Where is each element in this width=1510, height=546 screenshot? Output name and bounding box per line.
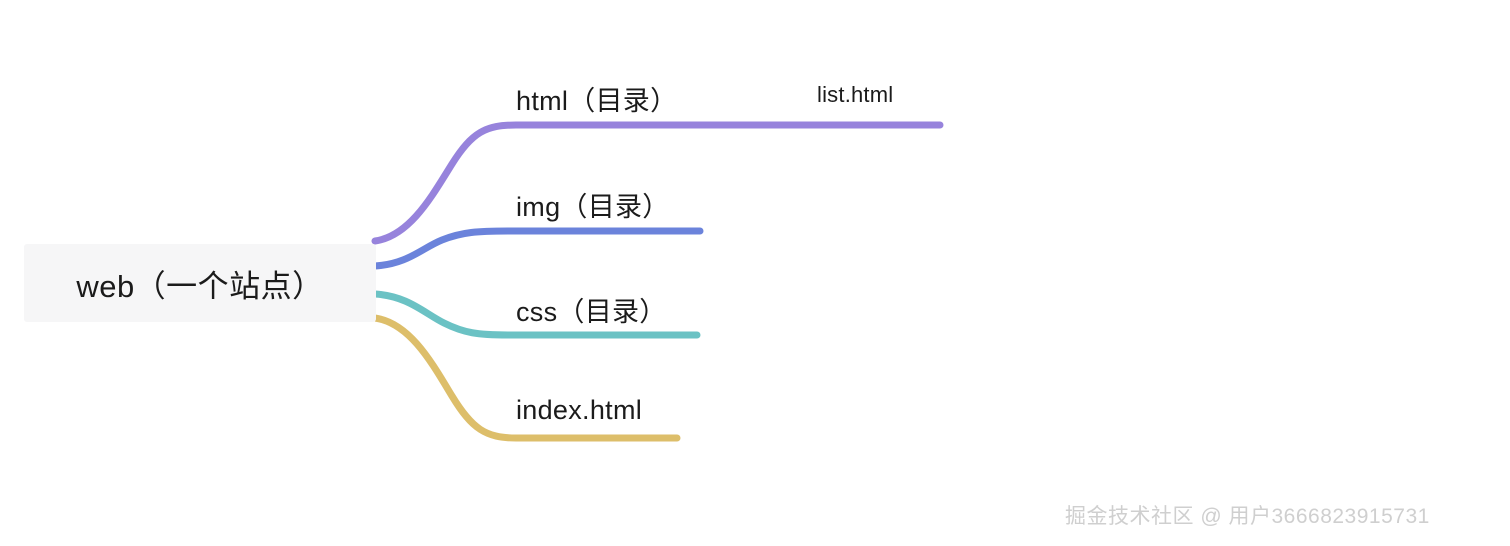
node-label-index-html[interactable]: index.html [516,395,643,425]
root-node-label: web（一个站点） [76,268,324,304]
node-label-css[interactable]: css（目录） [516,297,667,327]
node-label-html[interactable]: html（目录） [516,86,678,116]
node-label-img[interactable]: img（目录） [516,192,670,222]
watermark: 掘金技术社区 @ 用户3666823915731 [1065,505,1430,528]
root-node[interactable]: web（一个站点） [24,244,376,322]
branch-line-img [371,227,704,270]
node-label-list-html[interactable]: list.html [817,82,894,107]
